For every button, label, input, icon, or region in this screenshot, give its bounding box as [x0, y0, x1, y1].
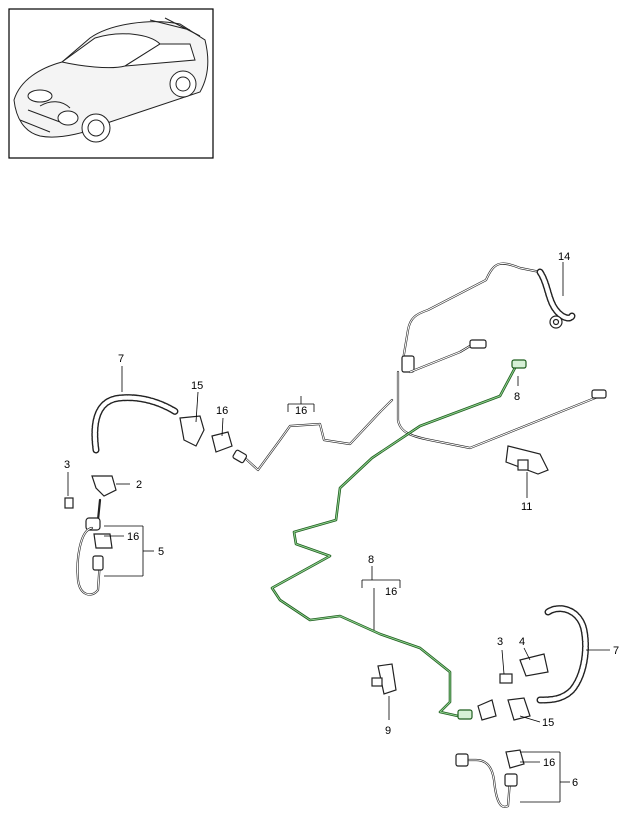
part-9	[371, 663, 397, 695]
upper-brake-line	[396, 262, 607, 450]
clip-16-left	[93, 533, 113, 549]
car-outline-icon	[13, 17, 209, 143]
bracket-15-left	[179, 415, 205, 447]
right-parts-group	[455, 653, 549, 808]
clip-16-right	[505, 749, 525, 769]
clip-16-mid	[211, 431, 233, 453]
bolt-3	[64, 497, 74, 509]
bolt-3-right	[499, 673, 513, 684]
car-inset	[8, 8, 214, 159]
bracket-15-right	[507, 697, 531, 721]
fitting	[85, 517, 101, 531]
callout-16-left-clip: 16	[127, 531, 139, 543]
callout-8-upper: 8	[514, 391, 520, 403]
callout-7-left: 7	[118, 353, 124, 365]
brake-line-8-highlight	[270, 359, 527, 720]
callout-3-right: 3	[497, 636, 503, 648]
callout-4: 4	[519, 636, 525, 648]
clip-16-lower	[477, 699, 497, 721]
brake-line-16-upper	[232, 398, 394, 472]
callout-2: 2	[136, 479, 142, 491]
callout-8-lower: 8	[368, 554, 374, 566]
brake-hose-7-right	[536, 605, 589, 704]
brake-hose-7-left	[91, 394, 180, 454]
callout-15-left: 15	[191, 380, 203, 392]
callout-16-line-lower: 16	[385, 586, 397, 598]
brake-hose-14	[536, 268, 576, 329]
callout-7-right: 7	[613, 645, 619, 657]
callout-9: 9	[385, 725, 391, 737]
callout-14: 14	[558, 251, 570, 263]
callout-3-left: 3	[64, 459, 70, 471]
part-11	[505, 445, 549, 475]
bracket-2	[91, 475, 117, 497]
callout-labels: 14 7 15 16 16 8 3 2 11 16 5 8 16 3 4 7 9…	[64, 251, 619, 789]
callout-16-clip: 16	[216, 405, 228, 417]
callout-16-right-clip: 16	[543, 757, 555, 769]
leader-lines	[67, 262, 610, 803]
callout-6: 6	[572, 777, 578, 789]
bracket-4	[519, 653, 549, 677]
callout-16-line-upper: 16	[295, 405, 307, 417]
left-parts-group	[64, 415, 233, 596]
callout-15-right: 15	[542, 717, 554, 729]
line-fitting	[591, 389, 607, 399]
line-clip	[401, 355, 415, 373]
callout-5: 5	[158, 546, 164, 558]
line-fitting	[469, 339, 487, 349]
callout-11: 11	[521, 501, 532, 513]
